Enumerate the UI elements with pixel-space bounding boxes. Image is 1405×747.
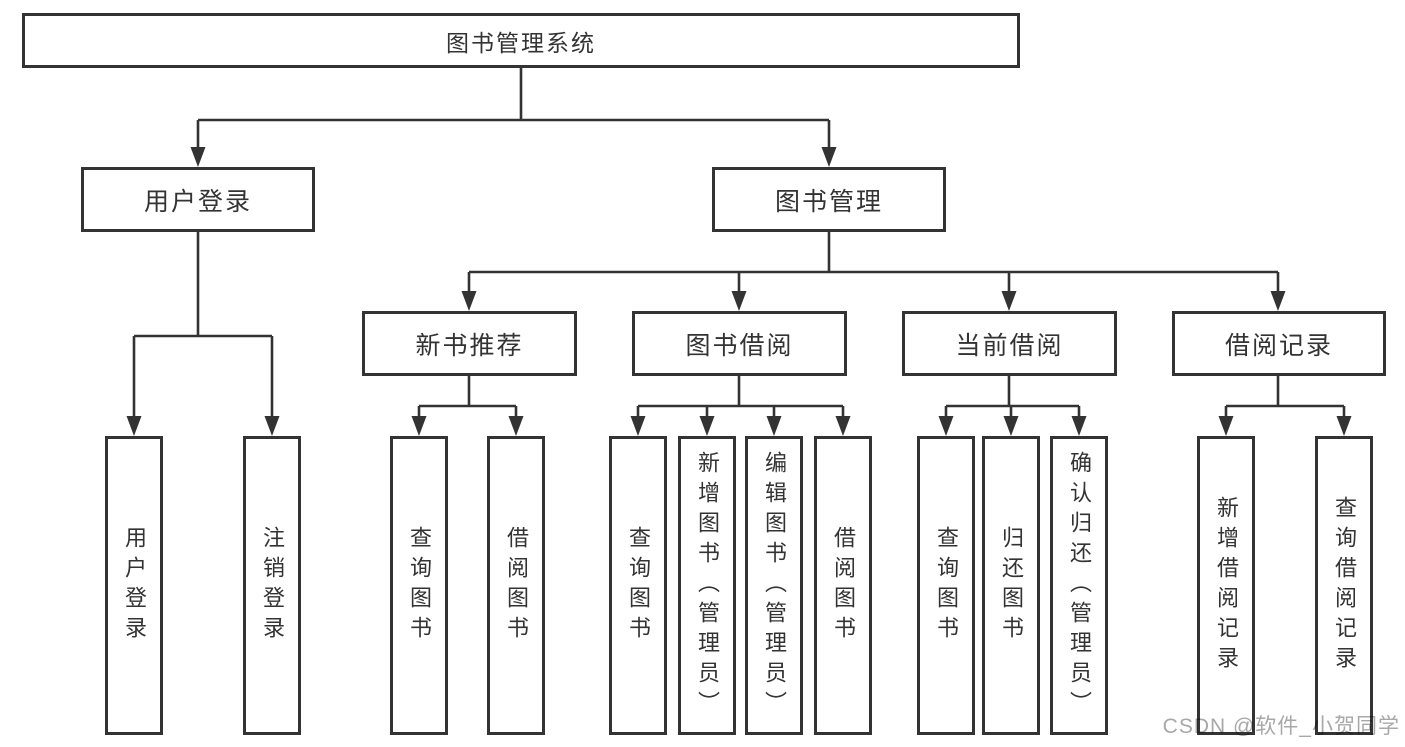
leaf-edit-books-admin: 编辑图书（管理员）: [745, 436, 803, 735]
connector-user-login-children: [132, 232, 274, 417]
connector-book-borrowing-children: [636, 376, 845, 417]
arrowhead-icon: [699, 416, 715, 436]
node-root: 图书管理系统: [22, 13, 1020, 68]
leaf-query-books-current: 查询图书: [917, 436, 975, 735]
csdn-watermark: CSDN @软件_小贺同学: [1162, 715, 1400, 738]
arrowhead-icon: [766, 416, 782, 436]
arrowhead-icon: [630, 416, 646, 436]
leaf-borrow-books-recommend: 借阅图书: [487, 436, 545, 735]
leaf-confirm-return-admin: 确认归还（管理员）: [1050, 436, 1108, 735]
node-user-login: 用户登录: [81, 167, 315, 232]
arrowhead-icon: [508, 416, 524, 436]
leaf-query-books-recommend: 查询图书: [390, 436, 448, 735]
arrowhead-icon: [264, 416, 280, 436]
connector-book-management-children: [467, 232, 1280, 292]
arrowhead-icon: [126, 416, 142, 436]
connector-current-borrowing-children: [944, 376, 1081, 417]
node-current-borrowing: 当前借阅: [902, 311, 1117, 376]
node-borrowing-records: 借阅记录: [1172, 311, 1386, 376]
leaf-add-borrow-record: 新增借阅记录: [1197, 436, 1255, 735]
node-new-book-recommendation: 新书推荐: [362, 311, 577, 376]
leaf-query-books-borrowing: 查询图书: [609, 436, 667, 735]
connector-root-to-level2: [196, 68, 831, 148]
connector-new-book-children: [417, 376, 518, 417]
leaf-borrow-books-borrowing: 借阅图书: [814, 436, 872, 735]
arrowhead-icon: [411, 416, 427, 436]
leaf-user-login: 用户登录: [105, 436, 163, 735]
arrowhead-icon: [821, 147, 837, 167]
node-book-borrowing: 图书借阅: [632, 311, 847, 376]
arrowhead-icon: [731, 291, 747, 311]
leaf-return-books: 归还图书: [982, 436, 1040, 735]
node-book-management: 图书管理: [712, 167, 946, 232]
arrowhead-icon: [1270, 291, 1286, 311]
arrowhead-icon: [1336, 416, 1352, 436]
arrowhead-icon: [938, 416, 954, 436]
leaf-logout: 注销登录: [243, 436, 301, 735]
arrowhead-icon: [1001, 291, 1017, 311]
connector-borrowing-records-children: [1224, 376, 1346, 417]
arrowhead-icon: [835, 416, 851, 436]
arrowhead-icon: [1218, 416, 1234, 436]
arrowhead-icon: [1071, 416, 1087, 436]
arrowhead-icon: [461, 291, 477, 311]
leaf-add-books-admin: 新增图书（管理员）: [678, 436, 736, 735]
leaf-query-borrow-record: 查询借阅记录: [1315, 436, 1373, 735]
arrowhead-icon: [190, 147, 206, 167]
arrowhead-icon: [1003, 416, 1019, 436]
